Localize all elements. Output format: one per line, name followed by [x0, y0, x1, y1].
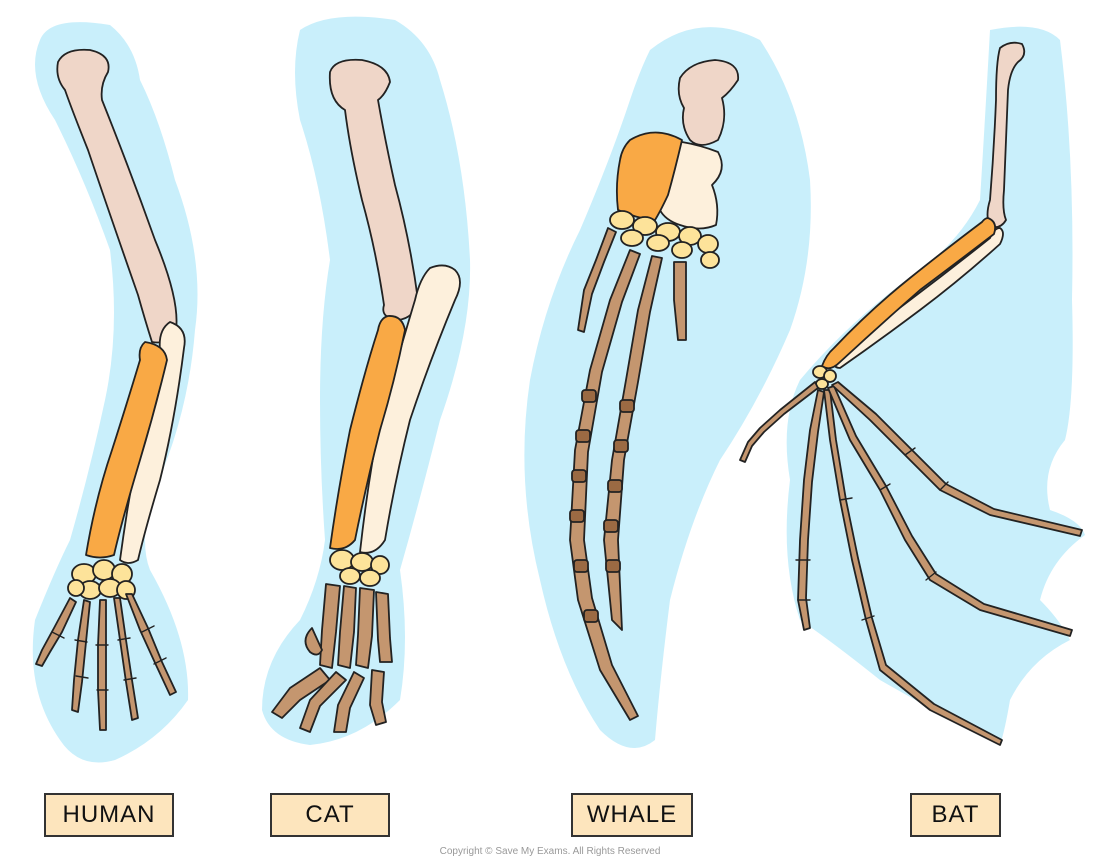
bat-wing-membrane	[786, 26, 1085, 745]
copyright-notice: Copyright © Save My Exams. All Rights Re…	[439, 846, 661, 857]
label-cat: CAT	[270, 793, 390, 837]
whale-humerus	[677, 59, 739, 146]
bat-thumb	[739, 381, 819, 463]
bat-joints	[795, 447, 949, 621]
human-radius	[85, 341, 168, 559]
bat-digit-3	[823, 389, 1003, 746]
human-carpals	[67, 559, 136, 600]
bat-digit-2	[797, 389, 825, 631]
label-human: HUMAN	[44, 793, 174, 837]
bat-limb	[739, 26, 1085, 746]
whale-phalanges-dark	[569, 389, 635, 623]
label-bat: BAT	[910, 793, 1001, 837]
bat-digit-4	[827, 385, 1073, 637]
cat-phalanges	[271, 583, 393, 733]
label-whale: WHALE	[571, 793, 693, 837]
bat-carpals	[812, 365, 837, 390]
whale-limb	[524, 27, 811, 748]
bat-ulna	[833, 227, 1004, 369]
cat-radius	[329, 315, 406, 550]
cat-carpals	[329, 549, 390, 587]
human-limb	[32, 22, 198, 763]
human-joints	[51, 625, 167, 691]
whale-carpals	[609, 210, 720, 269]
whale-body-silhouette	[524, 27, 811, 748]
human-phalanges	[35, 593, 177, 731]
cat-limb	[262, 16, 471, 745]
bat-humerus	[986, 41, 1026, 229]
